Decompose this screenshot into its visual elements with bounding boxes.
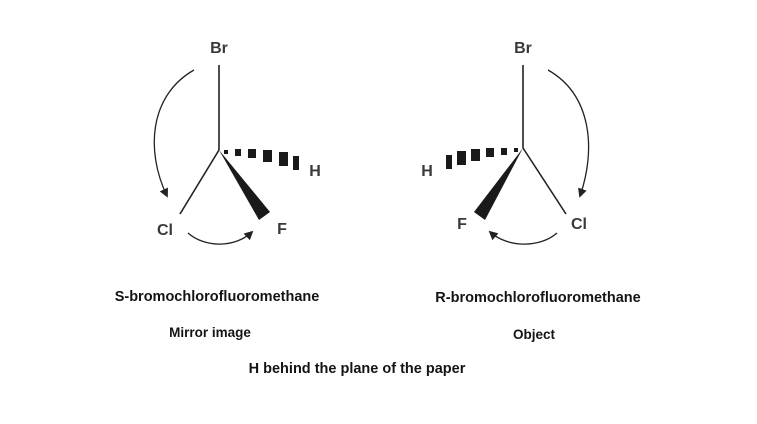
left-atom-cl: Cl: [157, 222, 173, 239]
left-bond-cl: [179, 149, 220, 215]
right-molecule-name: R-bromochlorofluoromethane: [435, 290, 641, 306]
right-atom-br: Br: [514, 40, 532, 57]
right-bond-cl: [522, 147, 567, 215]
right-molecule: Br H F Cl: [421, 40, 590, 245]
left-atom-br: Br: [210, 40, 228, 57]
right-hashed-bond-h: [446, 148, 518, 169]
right-arrow-br-to-cl: [547, 69, 590, 198]
right-atom-f: F: [457, 216, 467, 233]
left-wedge-bond-f: [219, 150, 270, 220]
left-arrow-cl-to-f: [187, 230, 254, 245]
right-arrow-cl-to-f: [488, 230, 558, 245]
left-atom-h: H: [309, 163, 321, 180]
right-wedge-bond-f: [474, 148, 523, 220]
left-atom-f: F: [277, 221, 287, 238]
right-atom-cl: Cl: [571, 216, 587, 233]
left-hashed-bond-h: [224, 149, 299, 170]
right-molecule-role: Object: [512, 327, 556, 342]
footnote-h-behind-plane: H behind the plane of the paper: [248, 361, 466, 377]
left-molecule-role: Mirror image: [169, 325, 251, 340]
left-molecule-name: S-bromochlorofluoromethane: [114, 289, 320, 305]
right-atom-h: H: [421, 163, 433, 180]
left-arrow-br-to-cl: [153, 69, 195, 198]
left-molecule: Br H Cl F: [153, 40, 321, 245]
